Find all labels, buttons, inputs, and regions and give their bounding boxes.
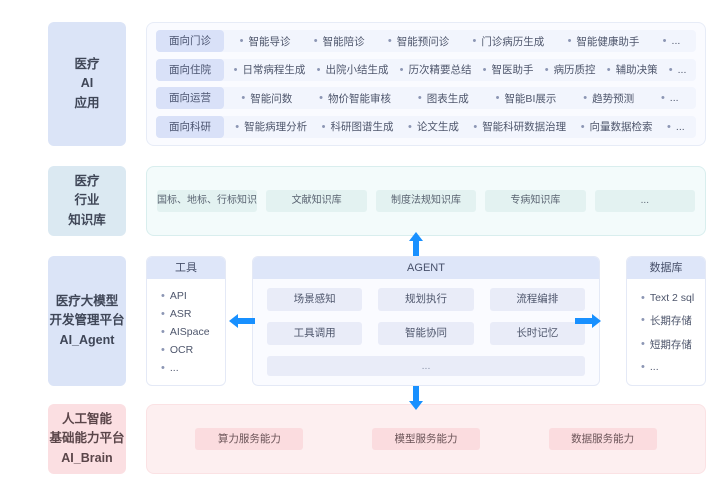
app-row[interactable]: 面向科研 智能病理分析 科研图谱生成 论文生成 智能科研数据治理 向量数据检索 … <box>156 115 696 138</box>
app-item-more[interactable]: ... <box>667 121 685 133</box>
agent-capability-planning-execution[interactable]: 规划执行 <box>378 288 474 311</box>
agent-card-body: 场景感知 规划执行 流程编排 工具调用 智能协同 长时记忆 ... <box>253 279 599 385</box>
app-row[interactable]: 面向运营 智能问数 物价智能审核 图表生成 智能BI展示 趋势预测 ... <box>156 87 696 110</box>
agent-card-title: AGENT <box>253 257 599 279</box>
kb-chip-specialty-disease[interactable]: 专病知识库 <box>485 190 586 212</box>
arrow-right-icon <box>575 313 601 329</box>
database-list-item[interactable]: 长期存储 <box>641 313 705 328</box>
tools-list-item[interactable]: API <box>161 290 225 302</box>
app-item-more[interactable]: ... <box>663 35 681 47</box>
app-item[interactable]: 智能科研数据治理 <box>473 119 566 134</box>
agent-capability-process-orchestration[interactable]: 流程编排 <box>489 288 585 311</box>
app-item[interactable]: 出院小结生成 <box>317 62 388 77</box>
app-category-inpatient[interactable]: 面向住院 <box>156 58 224 81</box>
tools-list-item[interactable]: AISpace <box>161 326 225 338</box>
app-item[interactable]: 辅助决策 <box>607 62 658 77</box>
agent-area: 工具 API ASR AISpace OCR ... AGENT 场景感知 规划… <box>146 256 706 386</box>
brain-panel: 算力服务能力 模型服务能力 数据服务能力 <box>146 404 706 474</box>
database-card: 数据库 Text 2 sql 长期存储 短期存储 ... <box>626 256 706 386</box>
kb-chip-regulations[interactable]: 制度法规知识库 <box>375 190 477 212</box>
knowledge-base-panel: 国标、地标、行标知识库 文献知识库 制度法规知识库 专病知识库 ... <box>146 166 706 236</box>
app-item[interactable]: 智能BI展示 <box>496 91 556 106</box>
app-category-outpatient[interactable]: 面向门诊 <box>156 30 224 52</box>
arrow-down-icon <box>408 386 424 410</box>
agent-capability-scene-perception[interactable]: 场景感知 <box>267 288 363 311</box>
app-item[interactable]: 门诊病历生成 <box>472 34 544 49</box>
app-item-more[interactable]: ... <box>661 92 679 104</box>
database-list-item[interactable]: 短期存储 <box>641 337 705 352</box>
app-item[interactable]: 智能预问诊 <box>388 34 450 49</box>
app-items: 智能问数 物价智能审核 图表生成 智能BI展示 趋势预测 ... <box>224 91 696 106</box>
agent-capability-long-term-memory[interactable]: 长时记忆 <box>489 322 585 345</box>
app-item[interactable]: 智能问数 <box>241 91 292 106</box>
database-card-title: 数据库 <box>627 257 705 279</box>
agent-capability-row: 工具调用 智能协同 长时记忆 <box>267 322 585 345</box>
tools-card-title: 工具 <box>147 257 225 279</box>
tools-list-item[interactable]: OCR <box>161 344 225 356</box>
kb-chip-standards[interactable]: 国标、地标、行标知识库 <box>157 190 258 212</box>
app-item[interactable]: 智医助手 <box>483 62 534 77</box>
app-items: 智能导诊 智能陪诊 智能预问诊 门诊病历生成 智能健康助手 ... <box>224 34 696 49</box>
app-item[interactable]: 科研图谱生成 <box>322 119 393 134</box>
app-row[interactable]: 面向住院 日常病程生成 出院小结生成 历次精要总结 智医助手 病历质控 辅助决策… <box>156 58 696 81</box>
app-items: 智能病理分析 科研图谱生成 论文生成 智能科研数据治理 向量数据检索 ... <box>224 119 696 134</box>
agent-capability-tool-invocation[interactable]: 工具调用 <box>267 322 363 345</box>
kb-chip-literature[interactable]: 文献知识库 <box>266 190 367 212</box>
app-item[interactable]: 向量数据检索 <box>581 119 653 134</box>
app-item[interactable]: 论文生成 <box>408 119 459 134</box>
app-item[interactable]: 趋势预测 <box>583 91 634 106</box>
section-knowledge-base: 医疗行业知识库 国标、地标、行标知识库 文献知识库 制度法规知识库 专病知识库 … <box>48 166 706 236</box>
app-category-operations[interactable]: 面向运营 <box>156 87 224 110</box>
app-item[interactable]: 物价智能审核 <box>319 91 391 106</box>
section-label-knowledge-base: 医疗行业知识库 <box>48 166 126 236</box>
app-item[interactable]: 智能陪诊 <box>314 34 365 49</box>
app-category-research[interactable]: 面向科研 <box>156 115 224 138</box>
tools-list-item-more[interactable]: ... <box>161 362 225 374</box>
applications-panel: 面向门诊 智能导诊 智能陪诊 智能预问诊 门诊病历生成 智能健康助手 ... 面… <box>146 22 706 146</box>
app-item[interactable]: 历次精要总结 <box>400 62 472 77</box>
tools-list-item[interactable]: ASR <box>161 308 225 320</box>
agent-capability-row: 场景感知 规划执行 流程编排 <box>267 288 585 311</box>
app-row[interactable]: 面向门诊 智能导诊 智能陪诊 智能预问诊 门诊病历生成 智能健康助手 ... <box>156 30 696 52</box>
tools-list: API ASR AISpace OCR ... <box>147 279 225 385</box>
app-item[interactable]: 图表生成 <box>418 91 469 106</box>
kb-chip-more[interactable]: ... <box>594 190 696 212</box>
database-list-item-more[interactable]: ... <box>641 361 705 373</box>
brain-chip-model-service[interactable]: 模型服务能力 <box>371 428 480 450</box>
app-item[interactable]: 智能健康助手 <box>568 34 639 49</box>
app-items: 日常病程生成 出院小结生成 历次精要总结 智医助手 病历质控 辅助决策 ... <box>224 62 696 77</box>
app-item[interactable]: 日常病程生成 <box>234 62 305 77</box>
app-item[interactable]: 智能病理分析 <box>235 119 307 134</box>
agent-capability-intelligent-collaboration[interactable]: 智能协同 <box>378 322 474 345</box>
brain-chip-compute-service[interactable]: 算力服务能力 <box>195 428 304 450</box>
tools-card: 工具 API ASR AISpace OCR ... <box>146 256 226 386</box>
knowledge-base-items: 国标、地标、行标知识库 文献知识库 制度法规知识库 专病知识库 ... <box>157 190 696 212</box>
database-list-item[interactable]: Text 2 sql <box>641 292 705 304</box>
agent-card: AGENT 场景感知 规划执行 流程编排 工具调用 智能协同 长时记忆 ... <box>252 256 600 386</box>
section-label-text: 医疗行业知识库 <box>68 173 106 227</box>
arrow-up-icon <box>408 232 424 256</box>
arrow-left-icon <box>229 313 255 329</box>
app-item[interactable]: 智能导诊 <box>240 34 290 49</box>
agent-capability-more[interactable]: ... <box>267 356 585 376</box>
database-list: Text 2 sql 长期存储 短期存储 ... <box>627 279 705 385</box>
brain-chip-data-service[interactable]: 数据服务能力 <box>548 428 657 450</box>
app-item[interactable]: 病历质控 <box>545 62 596 77</box>
app-item-more[interactable]: ... <box>669 64 687 76</box>
